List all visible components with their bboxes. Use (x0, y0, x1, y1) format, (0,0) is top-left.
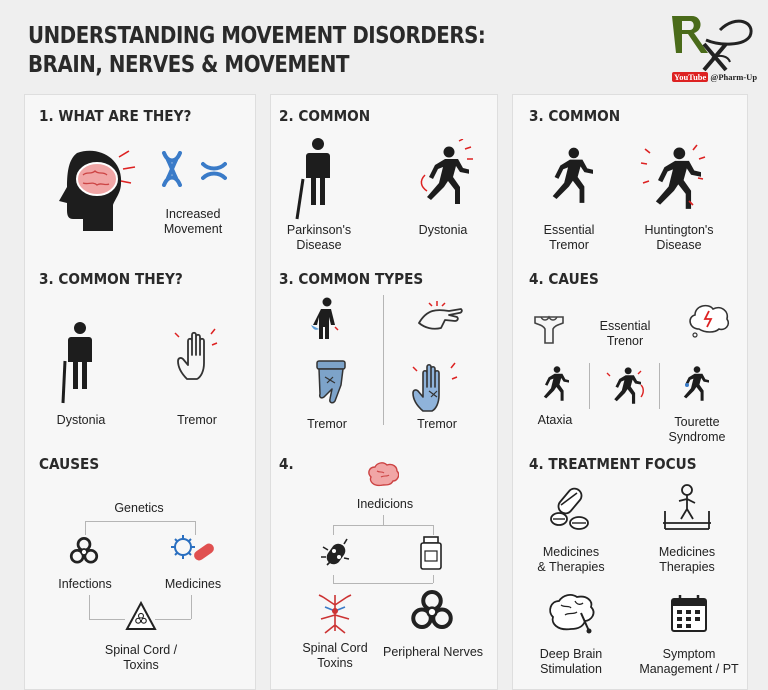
title-line-2: BRAIN, NERVES & MOVEMENT (28, 52, 350, 78)
section-heading-caues: 4. CAUES (529, 270, 599, 288)
divider-line (383, 295, 384, 425)
ataxia-runner-icon (543, 366, 569, 401)
section-heading-common-they: 3. COMMON THEY? (39, 270, 183, 288)
column-2: 2. COMMON Parkinson's Disease Dystonia 3… (270, 94, 498, 690)
deep-brain-stimulation-icon (549, 594, 595, 634)
section-heading-common-types: 3. COMMON TYPES (279, 270, 424, 288)
section-heading-what-are-they: 1. WHAT ARE THEY? (39, 107, 192, 125)
label-infections: Infections (58, 577, 112, 591)
label-dystonia: Dystonia (418, 223, 468, 237)
label-tourette-syndrome: Tourette Syndrome (668, 415, 726, 444)
tremor-person-icon (311, 297, 339, 339)
connector-line (333, 525, 433, 526)
column-3: 3. COMMON Essential Tremor Huntington's … (512, 94, 748, 690)
label-inedicions: Inedicions (356, 497, 414, 511)
huntingtons-runner-icon (640, 144, 706, 209)
essential-tremor-runner-icon (552, 147, 593, 203)
label-medicines-therapies-1: Medicines & Therapies (537, 545, 605, 574)
page-title: UNDERSTANDING MOVEMENT DISORDERS: BRAIN,… (28, 22, 486, 80)
tourette-runner-icon (606, 367, 644, 404)
medicine-bottle-icon (420, 536, 442, 570)
person-cane-icon (61, 322, 92, 404)
warning-biohazard-icon (125, 601, 157, 630)
label-tremor-2: Tremor (417, 417, 457, 431)
section-heading-causes: CAUSES (39, 455, 100, 473)
section-heading-4: 4. (279, 455, 294, 473)
connector-line (191, 595, 192, 619)
calendar-icon (671, 595, 707, 632)
therapy-treadmill-icon (663, 484, 711, 530)
label-dystonia: Dystonia (56, 413, 106, 427)
connector-line (333, 525, 334, 535)
label-essential-trenor: Essential Trenor (599, 319, 651, 348)
tourette-syndrome-runner-icon (683, 366, 709, 401)
connector-line (85, 521, 195, 522)
connector-line (433, 525, 434, 535)
tremor-hand-icon (174, 328, 218, 380)
brain-stem-icon (534, 315, 564, 344)
label-spinal-cord-toxins: Spinal Cord Toxins (302, 641, 368, 670)
pills-icon (550, 487, 589, 530)
section-heading-common: 2. COMMON (279, 107, 371, 125)
label-genetics: Genetics (114, 501, 164, 515)
label-medicines-therapies-2: Medicines Therapies (658, 545, 716, 574)
blue-tremor-hand-icon (412, 362, 458, 412)
connector-line (333, 583, 433, 584)
parkinsons-person-icon (295, 138, 330, 220)
connector-line (195, 521, 196, 535)
label-peripheral-nerves: Peripheral Nerves (382, 645, 484, 659)
thought-bubble-icon (689, 304, 730, 338)
section-heading-treatment-focus: 4. TREATMENT FOCUS (529, 455, 697, 473)
label-spinal-cord-toxins: Spinal Cord / Toxins (104, 643, 178, 672)
connector-line (155, 619, 191, 620)
hand-tremor-icon (418, 301, 463, 330)
logo-caption: YouTube @Pharm-Up (672, 72, 757, 82)
label-increased-movement: Increased Movement (163, 207, 223, 236)
bacteria-icon (321, 538, 350, 566)
divider-line (659, 363, 660, 409)
title-line-1: UNDERSTANDING MOVEMENT DISORDERS: (28, 23, 486, 49)
connector-line (89, 619, 125, 620)
alert-rays-icon (118, 150, 136, 184)
chromosome-icon (162, 151, 182, 187)
connector-line (89, 595, 90, 619)
label-ataxia: Ataxia (537, 413, 573, 427)
peripheral-biohazard-icon (411, 590, 453, 629)
youtube-badge: YouTube (672, 72, 709, 82)
label-medicines: Medicines (164, 577, 222, 591)
section-heading-common: 3. COMMON (529, 107, 621, 125)
label-symptom-management: Symptom Management / PT (639, 647, 739, 676)
blue-hand-icon (316, 360, 346, 404)
label-deep-brain-stimulation: Deep Brain Stimulation (539, 647, 603, 676)
connector-line (433, 575, 434, 583)
connector-line (383, 515, 384, 525)
connector-line (333, 575, 334, 583)
label-tremor: Tremor (177, 413, 217, 427)
head-brain-icon (59, 150, 122, 231)
divider-line (589, 363, 590, 409)
label-parkinsons-disease: Parkinson's Disease (286, 223, 352, 252)
connector-line (85, 521, 86, 535)
column-1: 1. WHAT ARE THEY? Increased Movement 3. … (24, 94, 256, 690)
chromosome-small-icon (201, 162, 227, 180)
label-essential-tremor: Essential Tremor (543, 223, 595, 252)
nerve-cell-icon (318, 594, 352, 634)
medicine-virus-icon (171, 535, 214, 561)
dystonia-person-icon (420, 139, 473, 204)
brain-icon (368, 462, 399, 487)
channel-handle: @Pharm-Up (710, 72, 758, 82)
label-tremor-1: Tremor (307, 417, 347, 431)
biohazard-icon (69, 537, 99, 564)
label-huntingtons-disease: Huntington's Disease (644, 223, 714, 252)
rx-logo-icon (672, 16, 753, 72)
